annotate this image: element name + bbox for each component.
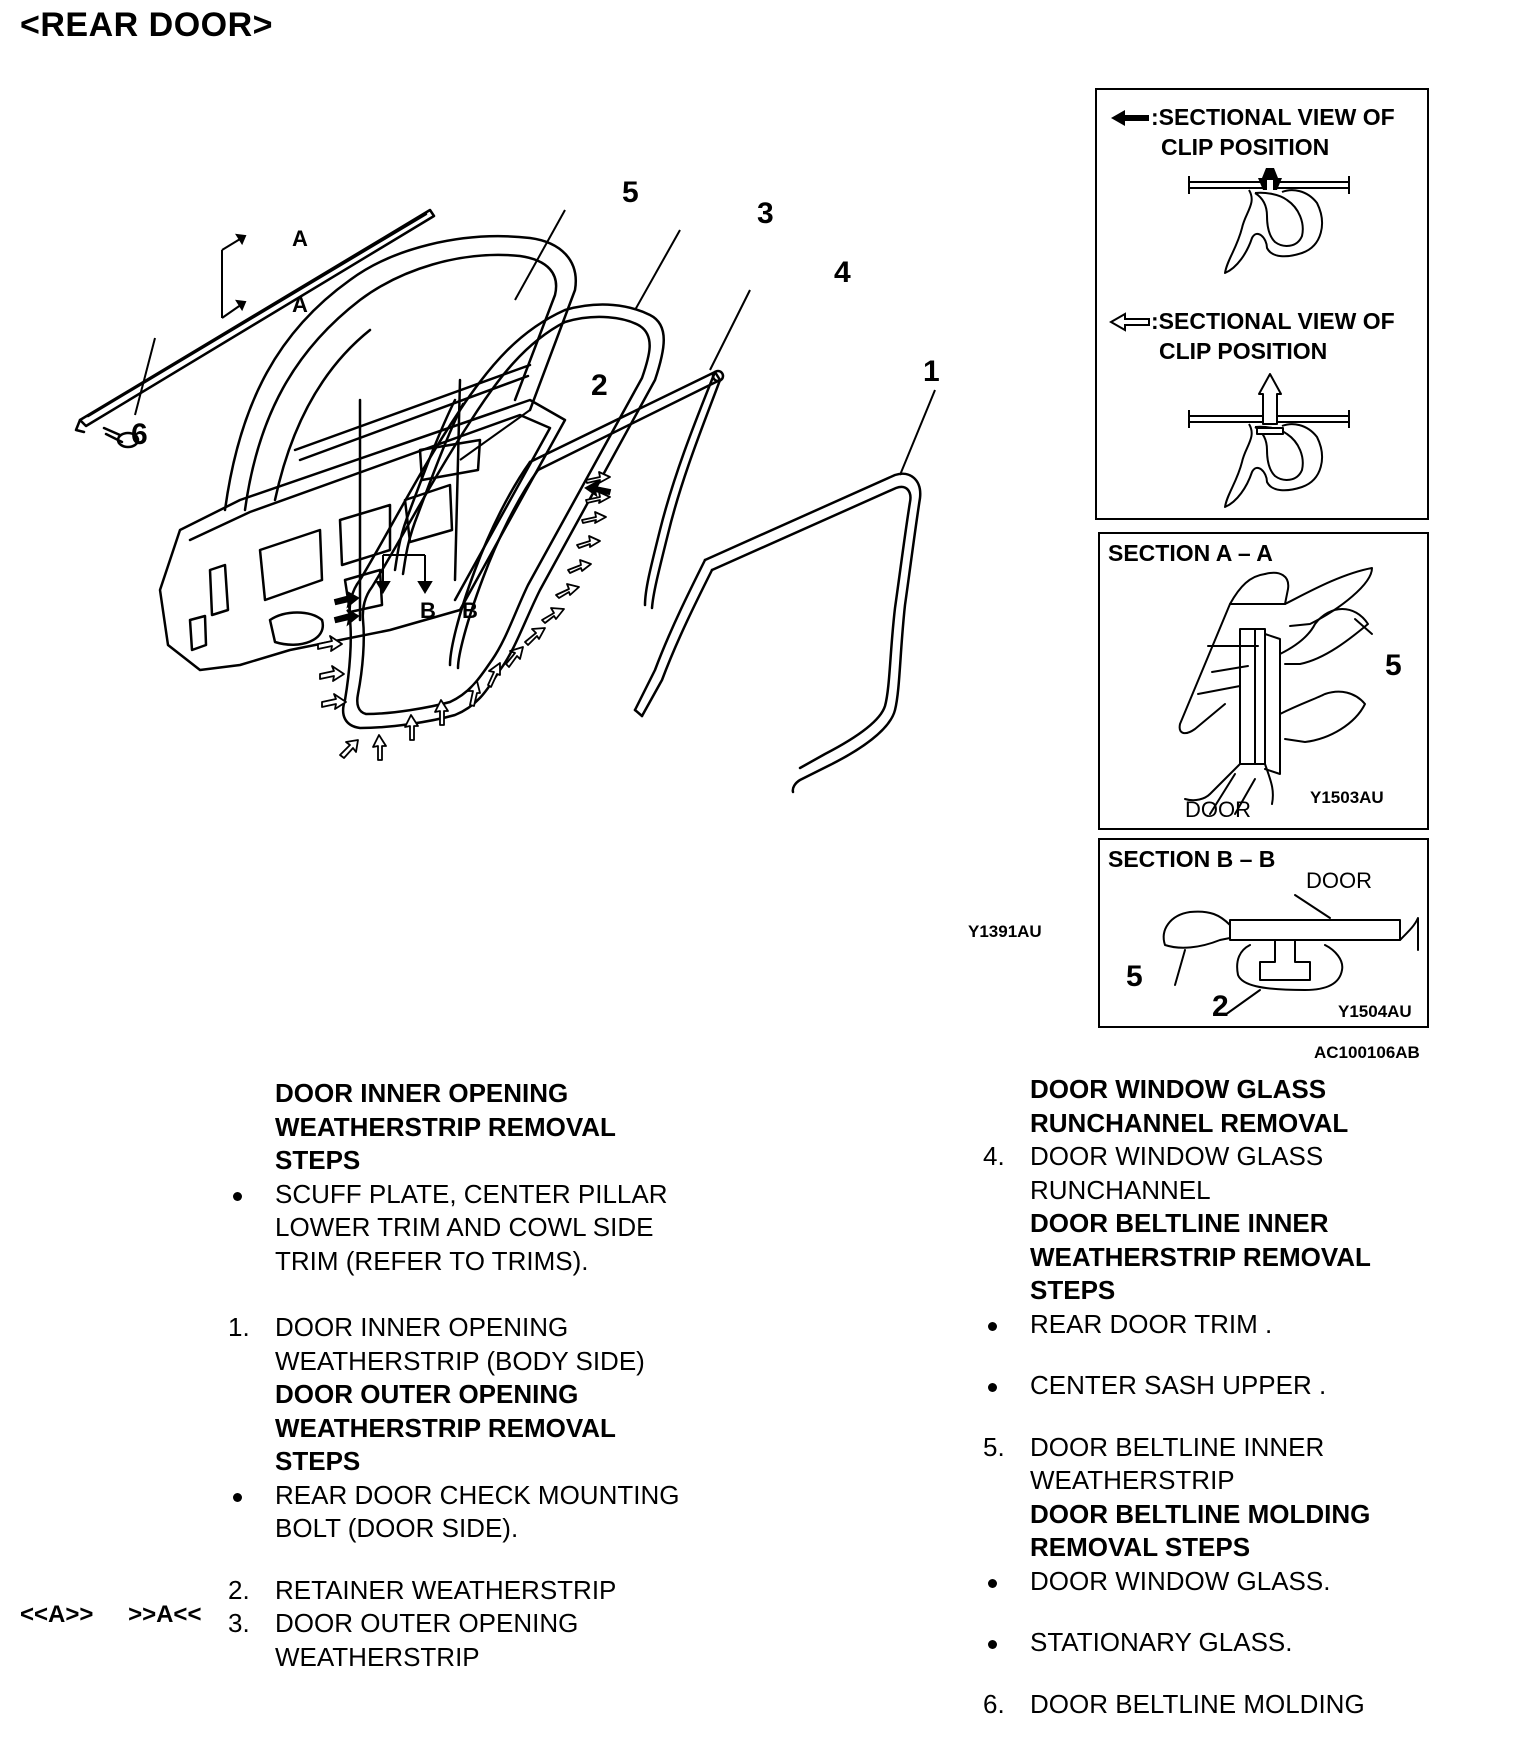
bullet-dot: [233, 1191, 242, 1201]
beltline-inner-heading: DOOR BELTLINE INNER WEATHERSTRIP REMOVAL…: [1030, 1208, 1371, 1305]
clip-section-solid-icon: [1188, 168, 1350, 274]
bullet-rear-door-trim: REAR DOOR TRIM .: [988, 1308, 1500, 1342]
section-b-door-label: DOOR: [1306, 868, 1372, 893]
beltline-molding-heading: DOOR BELTLINE MOLDING REMOVAL STEPS: [1030, 1498, 1371, 1563]
section-b-drawing: [1162, 894, 1419, 1016]
step-6: 6. DOOR BELTLINE MOLDING: [983, 1688, 1365, 1719]
door-panel: [158, 234, 578, 672]
service-reference-marks: <<A>> >>A<<: [20, 1601, 202, 1628]
bullet-scuff-plate: SCUFF PLATE, CENTER PILLAR LOWER TRIM AN…: [233, 1178, 755, 1279]
section-a-marker-top: A: [292, 226, 308, 251]
step-2: 2. RETAINER WEATHERSTRIP: [228, 1574, 617, 1605]
callout-2: 2: [591, 369, 608, 402]
inner-opening-weatherstrip-part: [633, 472, 922, 794]
outer-weatherstrip-heading: DOOR OUTER OPENING WEATHERSTRIP REMOVAL …: [275, 1379, 616, 1476]
clip-legend-box: :SECTIONAL VIEW OF CLIP POSITION :SECTIO…: [1095, 88, 1429, 520]
section-b-callout-2: 2: [1212, 990, 1229, 1023]
section-a-callout: 5: [1385, 649, 1402, 682]
section-b-callout-5: 5: [1126, 960, 1143, 993]
section-b-code: Y1504AU: [1338, 1002, 1412, 1021]
section-a-code: Y1503AU: [1310, 788, 1384, 807]
hollow-arrow-legend-line2: CLIP POSITION: [1159, 338, 1328, 364]
section-b-marker-right: B: [462, 598, 478, 623]
main-figure-code: Y1391AU: [968, 922, 1042, 941]
figure-id: AC100106AB: [1314, 1043, 1420, 1062]
callout-3: 3: [757, 197, 774, 230]
section-b-marker-left: B: [420, 598, 436, 623]
section-a-title: SECTION A – A: [1108, 540, 1273, 566]
solid-arrow-legend-line2: CLIP POSITION: [1161, 134, 1330, 160]
bullet-center-sash: CENTER SASH UPPER .: [988, 1369, 1500, 1403]
bullet-dot: [988, 1321, 997, 1331]
solid-arrow-legend-line1: :SECTIONAL VIEW OF: [1151, 104, 1395, 130]
step-4: 4. DOOR WINDOW GLASS RUNCHANNEL: [983, 1141, 1324, 1205]
hollow-arrow-icon: [1109, 312, 1150, 332]
bullet-dot: [988, 1578, 997, 1588]
bullet-dot: [988, 1640, 997, 1649]
retainer-weatherstrip-part: [393, 398, 465, 576]
section-b-title: SECTION B – B: [1108, 846, 1276, 872]
bullet-door-window-glass: DOOR WINDOW GLASS.: [988, 1565, 1500, 1599]
callout-1: 1: [923, 355, 940, 388]
page-title: <REAR DOOR>: [20, 6, 273, 44]
bullet-stationary-glass: STATIONARY GLASS.: [988, 1626, 1500, 1660]
section-a-door-label: DOOR: [1185, 797, 1251, 822]
bullet-door-check-bolt: REAR DOOR CHECK MOUNTING BOLT (DOOR SIDE…: [233, 1479, 755, 1546]
callout-4: 4: [834, 256, 851, 289]
runchannel-heading: DOOR WINDOW GLASS RUNCHANNEL REMOVAL: [1030, 1074, 1349, 1138]
window-runchannel-part: [448, 369, 725, 670]
solid-arrow-icon: [1111, 110, 1149, 126]
bullet-dot: [988, 1383, 997, 1392]
hollow-arrow-legend-line1: :SECTIONAL VIEW OF: [1151, 308, 1395, 334]
step-1: 1. DOOR INNER OPENING WEATHERSTRIP (BODY…: [228, 1312, 645, 1376]
callout-5: 5: [622, 176, 639, 209]
callout-6: 6: [131, 418, 148, 451]
section-b-box: SECTION B – B DOOR 5 2 Y1504AU: [1098, 838, 1429, 1028]
section-a-marker-bottom: A: [292, 292, 308, 317]
inner-weatherstrip-heading: DOOR INNER OPENING WEATHERSTRIP REMOVAL …: [275, 1078, 616, 1175]
screw-part: [102, 426, 140, 449]
left-procedure-column: DOOR INNER OPENING WEATHERSTRIP REMOVAL …: [228, 1077, 755, 1674]
section-a-drawing: [1178, 567, 1373, 815]
step-5: 5. DOOR BELTLINE INNER WEATHERSTRIP: [983, 1431, 1325, 1496]
clip-section-hollow-icon: [1188, 373, 1350, 508]
section-a-box: SECTION A – A 5 DOOR Y1503AU: [1098, 532, 1429, 830]
right-procedure-column: DOOR WINDOW GLASS RUNCHANNEL REMOVAL 4. …: [983, 1073, 1500, 1721]
bullet-dot: [233, 1492, 242, 1502]
step-3: 3. DOOR OUTER OPENING WEATHERSTRIP: [228, 1608, 579, 1672]
door-exploded-diagram: [74, 208, 936, 794]
